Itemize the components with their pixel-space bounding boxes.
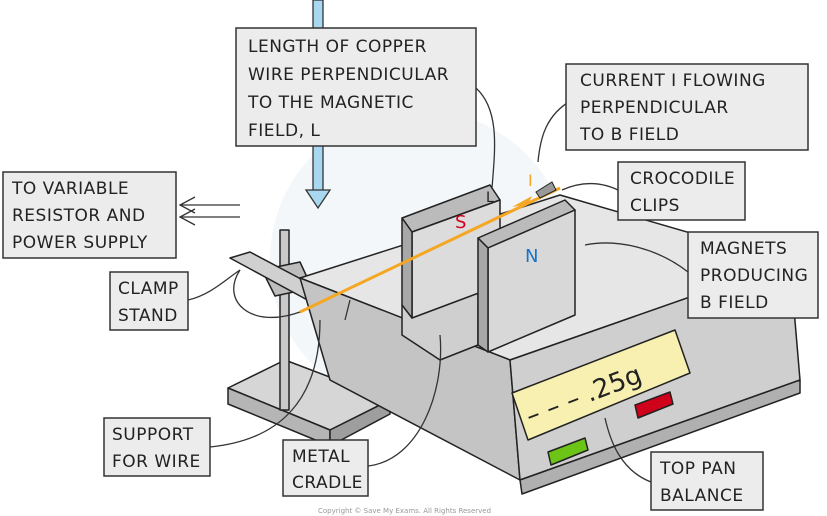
svg-text:TO B FIELD: TO B FIELD	[579, 125, 679, 145]
red-button[interactable]	[634, 391, 674, 419]
svg-text:CURRENT I FLOWING: CURRENT I FLOWING	[580, 71, 766, 91]
svg-text:POWER SUPPLY: POWER SUPPLY	[12, 233, 148, 253]
svg-text:FOR WIRE: FOR WIRE	[112, 452, 201, 472]
magnets: S N	[401, 184, 576, 361]
label-clamp-stand: CLAMP STAND	[109, 271, 189, 331]
svg-text:BALANCE: BALANCE	[660, 486, 744, 506]
label-wire-length: LENGTH OF COPPER WIRE PERPENDICULAR TO T…	[235, 27, 477, 147]
copyright: Copyright © Save My Exams. All Rights Re…	[318, 507, 491, 515]
balance-display	[511, 329, 691, 441]
svg-text:CRADLE: CRADLE	[292, 473, 363, 493]
svg-text:FIELD, L: FIELD, L	[248, 121, 320, 141]
label-magnets: MAGNETS PRODUCING B FIELD	[687, 231, 819, 319]
copper-wire: L I	[233, 171, 561, 321]
svg-text:WIRE PERPENDICULAR: WIRE PERPENDICULAR	[248, 65, 449, 85]
svg-text:CLAMP: CLAMP	[118, 279, 179, 299]
svg-text:METAL: METAL	[292, 447, 350, 467]
green-button[interactable]	[547, 437, 589, 466]
svg-text:PRODUCING: PRODUCING	[700, 266, 808, 286]
south-pole-label: S	[455, 212, 466, 233]
current-symbol: I	[528, 171, 533, 190]
north-pole-label: N	[525, 246, 538, 267]
svg-text:STAND: STAND	[118, 306, 178, 326]
label-top-pan-balance: TOP PAN BALANCE	[650, 451, 764, 511]
svg-text:LENGTH OF COPPER: LENGTH OF COPPER	[248, 37, 427, 57]
svg-text:PERPENDICULAR: PERPENDICULAR	[580, 98, 729, 118]
power-supply-arrows	[178, 196, 240, 226]
svg-text:RESISTOR AND: RESISTOR AND	[12, 206, 146, 226]
label-power-supply: TO VARIABLE RESISTOR AND POWER SUPPLY	[2, 171, 177, 259]
svg-text:TOP PAN: TOP PAN	[659, 459, 736, 479]
svg-text:SUPPORT: SUPPORT	[112, 425, 194, 445]
svg-text:CLIPS: CLIPS	[630, 196, 680, 216]
svg-text:TO VARIABLE: TO VARIABLE	[11, 179, 129, 199]
crocodile-clip	[535, 181, 557, 199]
svg-text:B FIELD: B FIELD	[700, 293, 769, 313]
svg-text:CROCODILE: CROCODILE	[630, 169, 735, 189]
label-metal-cradle: METAL CRADLE	[282, 439, 369, 497]
label-current: CURRENT I FLOWING PERPENDICULAR TO B FIE…	[565, 63, 809, 151]
leader-lines	[187, 87, 689, 483]
svg-text:MAGNETS: MAGNETS	[700, 239, 787, 259]
label-support-wire: SUPPORT FOR WIRE	[103, 417, 211, 477]
label-crocodile-clips: CROCODILE CLIPS	[617, 161, 746, 221]
length-symbol: L	[486, 190, 494, 206]
svg-text:TO THE MAGNETIC: TO THE MAGNETIC	[247, 93, 414, 113]
